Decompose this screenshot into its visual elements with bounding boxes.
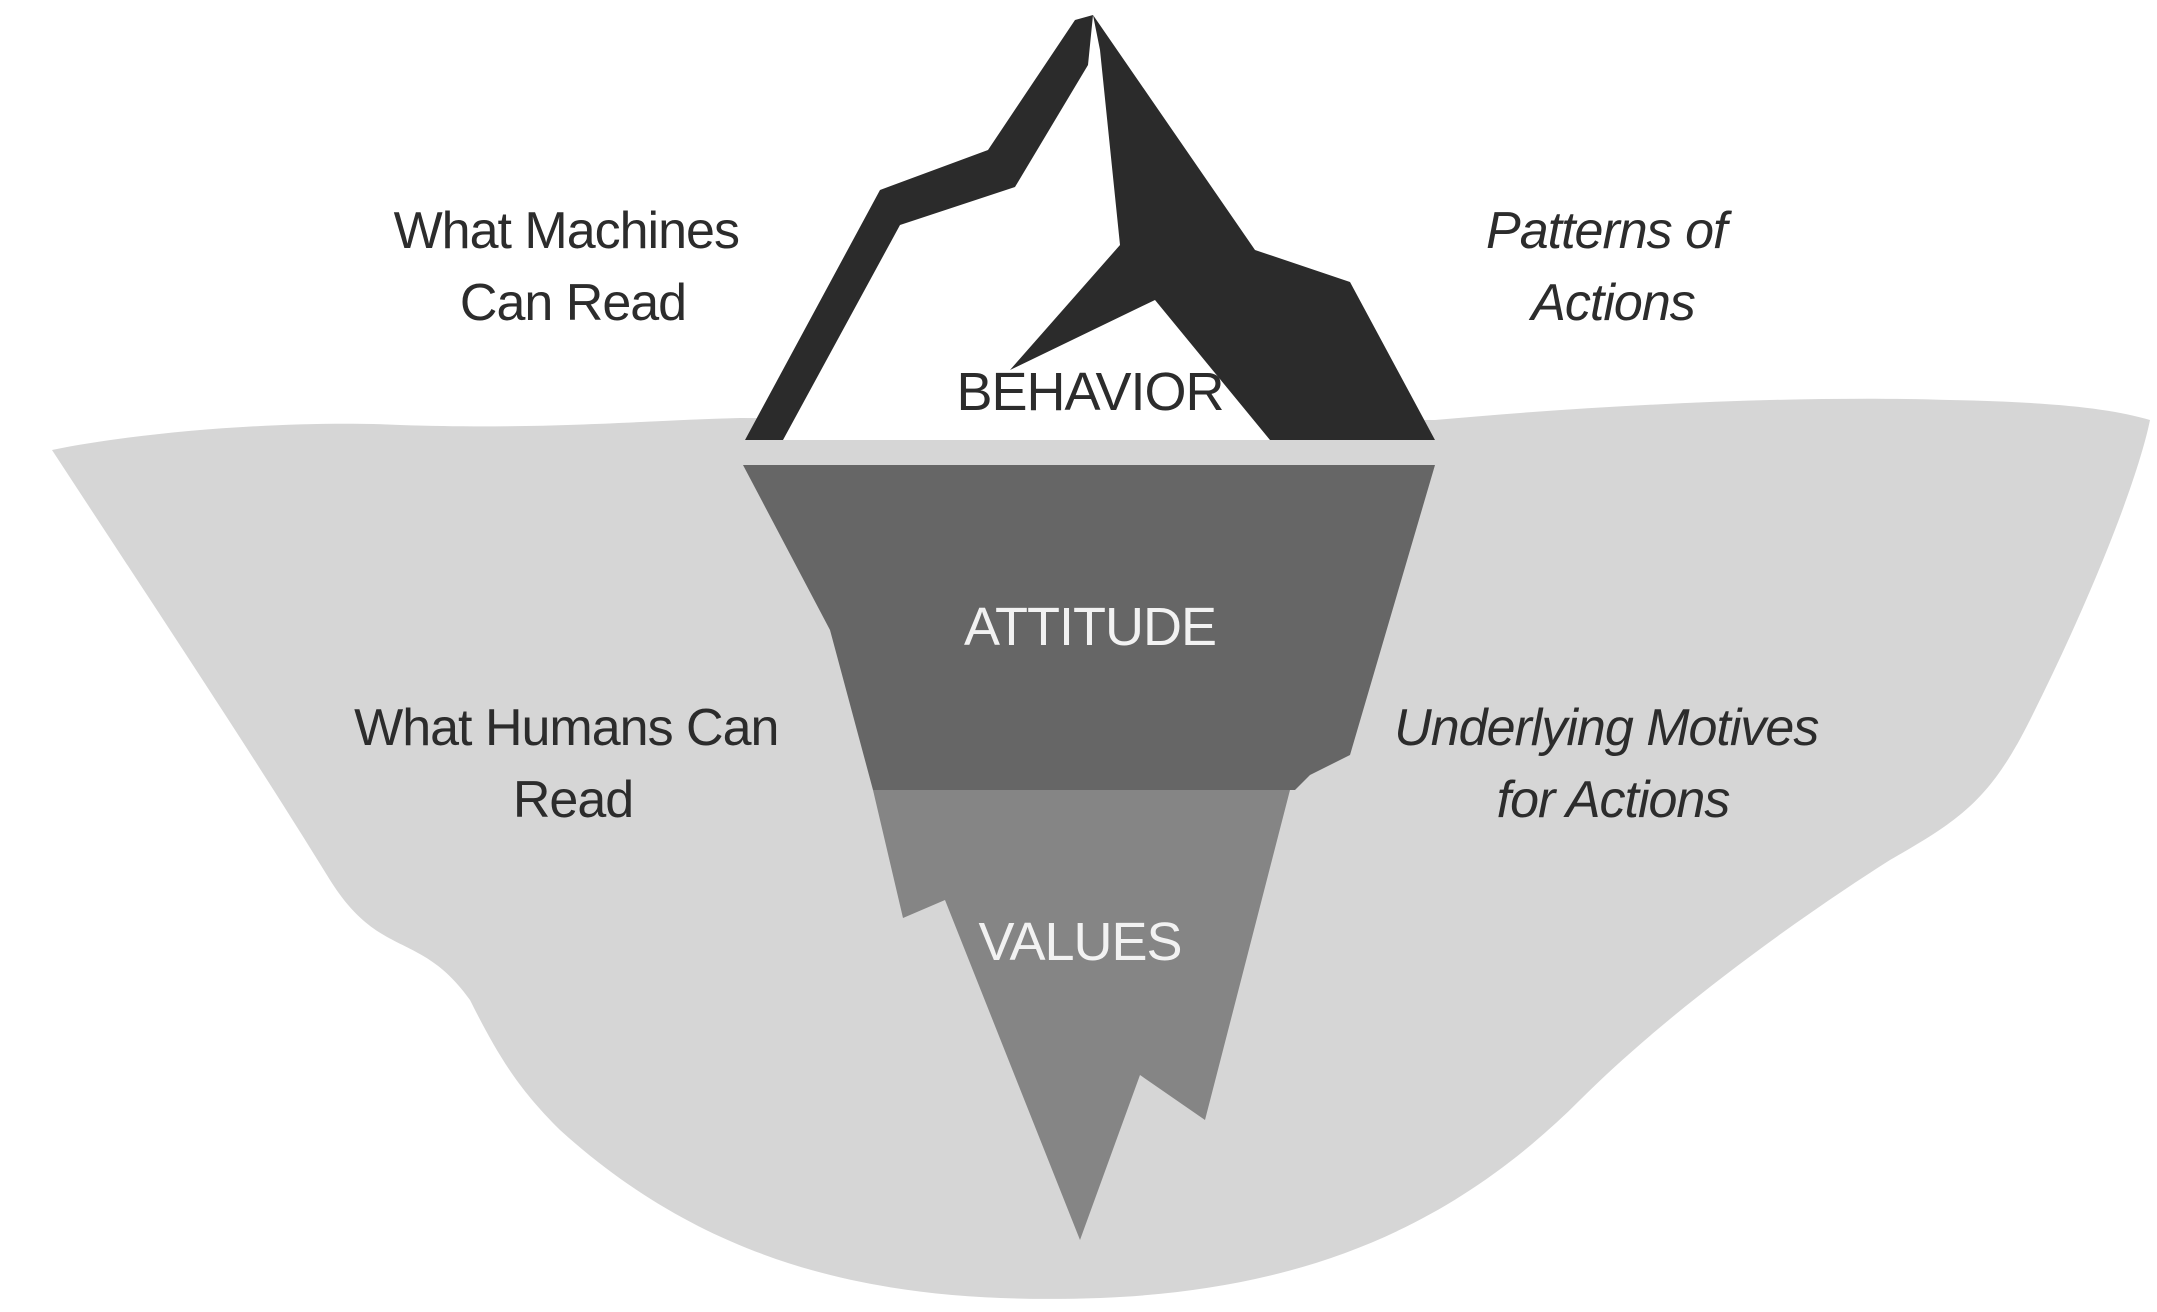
behavior-label: BEHAVIOR xyxy=(956,362,1223,422)
attitude-label: ATTITUDE xyxy=(964,597,1216,657)
patterns-label-line-1: Patterns of xyxy=(1486,202,1732,260)
humans-label: What Humans Can Read xyxy=(354,699,792,829)
iceberg-tip-shade xyxy=(1010,15,1435,440)
machines-label-line-1: What Machines xyxy=(394,202,739,260)
values-label: VALUES xyxy=(978,912,1181,972)
patterns-label-line-2: Actions xyxy=(1528,274,1695,332)
values-layer xyxy=(873,790,1290,1240)
machines-label: What Machines Can Read xyxy=(394,202,753,332)
humans-label-line-1: What Humans Can xyxy=(354,699,778,757)
motives-label: Underlying Motives for Actions xyxy=(1394,699,1832,829)
motives-label-line-1: Underlying Motives xyxy=(1394,699,1818,757)
patterns-label: Patterns of Actions xyxy=(1486,202,1740,332)
iceberg-tip-outline xyxy=(745,15,1093,440)
attitude-layer xyxy=(743,465,1435,790)
humans-label-line-2: Read xyxy=(513,771,633,829)
motives-label-line-2: for Actions xyxy=(1497,771,1730,829)
machines-label-line-2: Can Read xyxy=(460,274,686,332)
